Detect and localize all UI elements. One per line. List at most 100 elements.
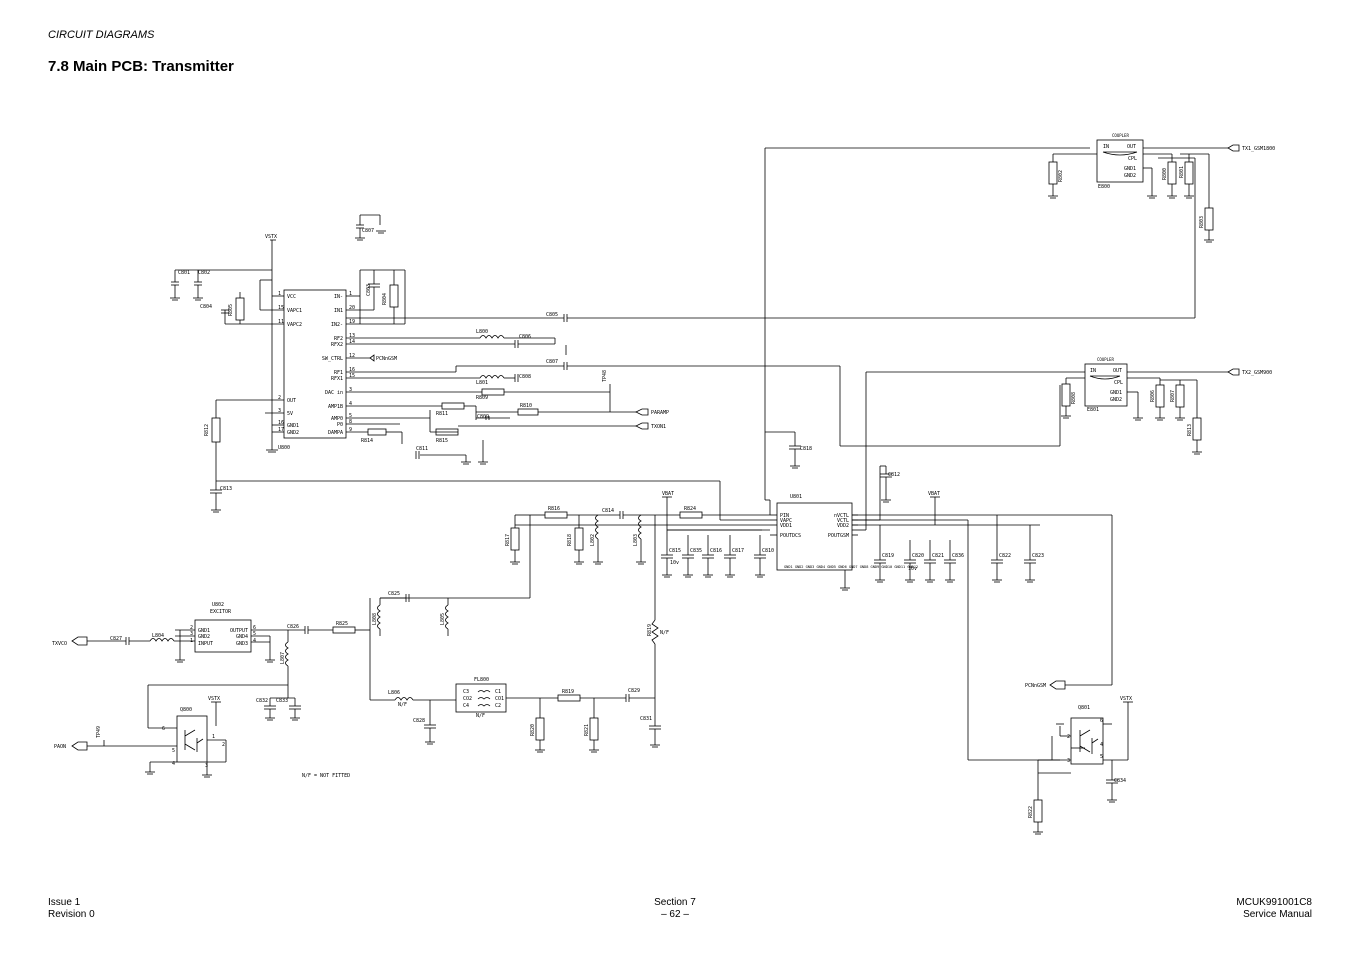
pa-left-pin-label: VCC	[287, 294, 296, 300]
r807-label: R807	[1170, 390, 1176, 402]
q801-ref: Q801	[1078, 705, 1090, 711]
r825-label: R825	[336, 621, 348, 627]
pa-left-pin-label: VAPC2	[287, 322, 302, 328]
l805-label: L805	[440, 613, 446, 625]
c822-label: C822	[999, 553, 1011, 559]
exciter-left-pin: INPUT	[198, 641, 213, 647]
pa-left-pin-label: GND2	[287, 430, 299, 436]
pa-right-pin-num: 14	[349, 339, 355, 345]
vbat-right-label: VBAT	[928, 491, 940, 497]
pa-right-pin-num: 9	[349, 427, 352, 433]
c801-label: C801	[178, 270, 190, 276]
u801-right-pin: VDD2	[837, 523, 849, 529]
pa-right-pin-label: RFX2	[331, 342, 343, 348]
pa-left-pin-num: 1	[278, 291, 281, 297]
fl800-r1: C1	[495, 689, 501, 695]
fl800-l2: CO2	[463, 696, 472, 702]
r824-label: R824	[684, 506, 696, 512]
c823-label: C823	[1032, 553, 1044, 559]
pa-right-pin-label: IN-	[334, 294, 343, 300]
q801-pin6: 6	[1100, 718, 1103, 724]
section-header: CIRCUIT DIAGRAMS	[48, 29, 155, 41]
r803-label: R803	[1199, 216, 1205, 228]
c817-label: C817	[732, 548, 744, 554]
pa-right-pin-label: AMP0	[331, 416, 343, 422]
transistor-q801: Q801 PCNnGSM VSTX C834 R822 6 2 3 4 5	[1025, 680, 1133, 835]
u801-gnd-pins: GND1 GND2 GND3 GND4 GND5 GND6 GND7 GND8 …	[784, 565, 918, 569]
pa-ic-u800: U800 VCC1VAPC115VAPC211OUT25V3GND116GND2…	[278, 289, 355, 451]
pa-right-pin-label: DAMPA	[328, 430, 343, 436]
input-network: C803 R804 C807	[346, 214, 406, 325]
e800-gnd2: GND2	[1124, 173, 1136, 179]
e800-cpl: CPL	[1128, 156, 1137, 162]
coupler-e801: COUPLER IN OUT CPL GND1 GND2 E801 TX2_GS…	[1061, 357, 1272, 455]
pa-left-pin-label: GND1	[287, 423, 299, 429]
footer-revision-line: Revision 0	[48, 909, 95, 920]
c804-label: C804	[200, 304, 212, 310]
r818-label: R818	[567, 534, 573, 546]
e800-in: IN	[1103, 144, 1109, 150]
c828-label: C828	[413, 718, 425, 724]
pa-left-pin-num: 16	[278, 420, 284, 426]
tx1-port-label: TX1_GSM1800	[1242, 146, 1275, 152]
c807b-label: C807	[546, 359, 558, 365]
q800-ref: Q800	[180, 707, 192, 713]
txon1-label: TXON1	[651, 424, 666, 430]
fl800-r2: CO1	[495, 696, 504, 702]
u801-right-pin: VCTL	[837, 518, 849, 524]
c811-label: C811	[416, 446, 428, 452]
pcnngsm-port-arrow	[369, 354, 375, 362]
output-routes: C812 C818	[764, 147, 1196, 531]
e801-cpl: CPL	[1114, 380, 1123, 386]
c826-label: C826	[287, 624, 299, 630]
e801-out: OUT	[1113, 368, 1122, 374]
footer-issue-line: Issue 1	[48, 897, 81, 908]
q801-pin5: 5	[1100, 754, 1103, 760]
pa-right-pin-label: RF1	[334, 370, 343, 376]
r819b-nf: N/F	[660, 630, 669, 636]
footer-issue: Issue 1 Revision 0	[48, 897, 95, 921]
txvco-label: TXVCO	[52, 641, 67, 647]
footer-section-line: Section 7	[654, 897, 696, 908]
r801-label: R801	[1179, 166, 1185, 178]
tx2-port	[1227, 368, 1240, 376]
l804-label: L804	[152, 633, 164, 639]
pa-right-pin-num: 1	[349, 291, 352, 297]
fl800-l3: C4	[463, 703, 469, 709]
c832-label: C832	[256, 698, 268, 704]
r816-label: R816	[548, 506, 560, 512]
exciter-right-num: 5	[253, 631, 256, 637]
pa-right-pin-num: 5	[349, 413, 352, 419]
pa-right-pin-label: P0	[337, 422, 343, 428]
q800-pin1: 1	[212, 734, 215, 740]
exciter-right-pin: GND3	[236, 641, 248, 647]
c831-label: C831	[640, 716, 652, 722]
r805-label: R805	[228, 304, 234, 316]
r819b-label: R819	[647, 624, 653, 636]
pa-left-pin-num: 17	[278, 427, 284, 433]
pa-right-pin-label: IN1	[334, 308, 343, 314]
e801-in: IN	[1090, 368, 1096, 374]
exciter-right-pin: OUTPUT	[230, 628, 248, 634]
q800-pin2: 2	[222, 742, 225, 748]
u801-left-pin: VDD1	[780, 523, 792, 529]
q800-pin4: 4	[172, 761, 175, 767]
vstx-label: VSTX	[265, 234, 277, 240]
fl800-l1: C3	[463, 689, 469, 695]
pa-ic-ref: U800	[278, 445, 290, 451]
c810-label: C810	[762, 548, 774, 554]
u801-ref: U801	[790, 494, 802, 500]
coupler-e800: COUPLER IN OUT CPL GND1 GND2 E800 TX1_GS…	[1048, 133, 1275, 243]
e801-gnd1: GND1	[1110, 390, 1122, 396]
r821-label: R821	[584, 724, 590, 736]
vbat-mid-label: VBAT	[662, 491, 674, 497]
exciter-left-pin: GND1	[198, 628, 210, 634]
tp48-label: TP48	[602, 370, 608, 382]
l802-label: L802	[590, 534, 596, 546]
c816-label: C816	[710, 548, 722, 554]
footer-section: Section 7 – 62 –	[0, 897, 1350, 921]
r819-label: R819	[562, 689, 574, 695]
c836-label: C836	[952, 553, 964, 559]
q800-pin6: 6	[162, 726, 165, 732]
